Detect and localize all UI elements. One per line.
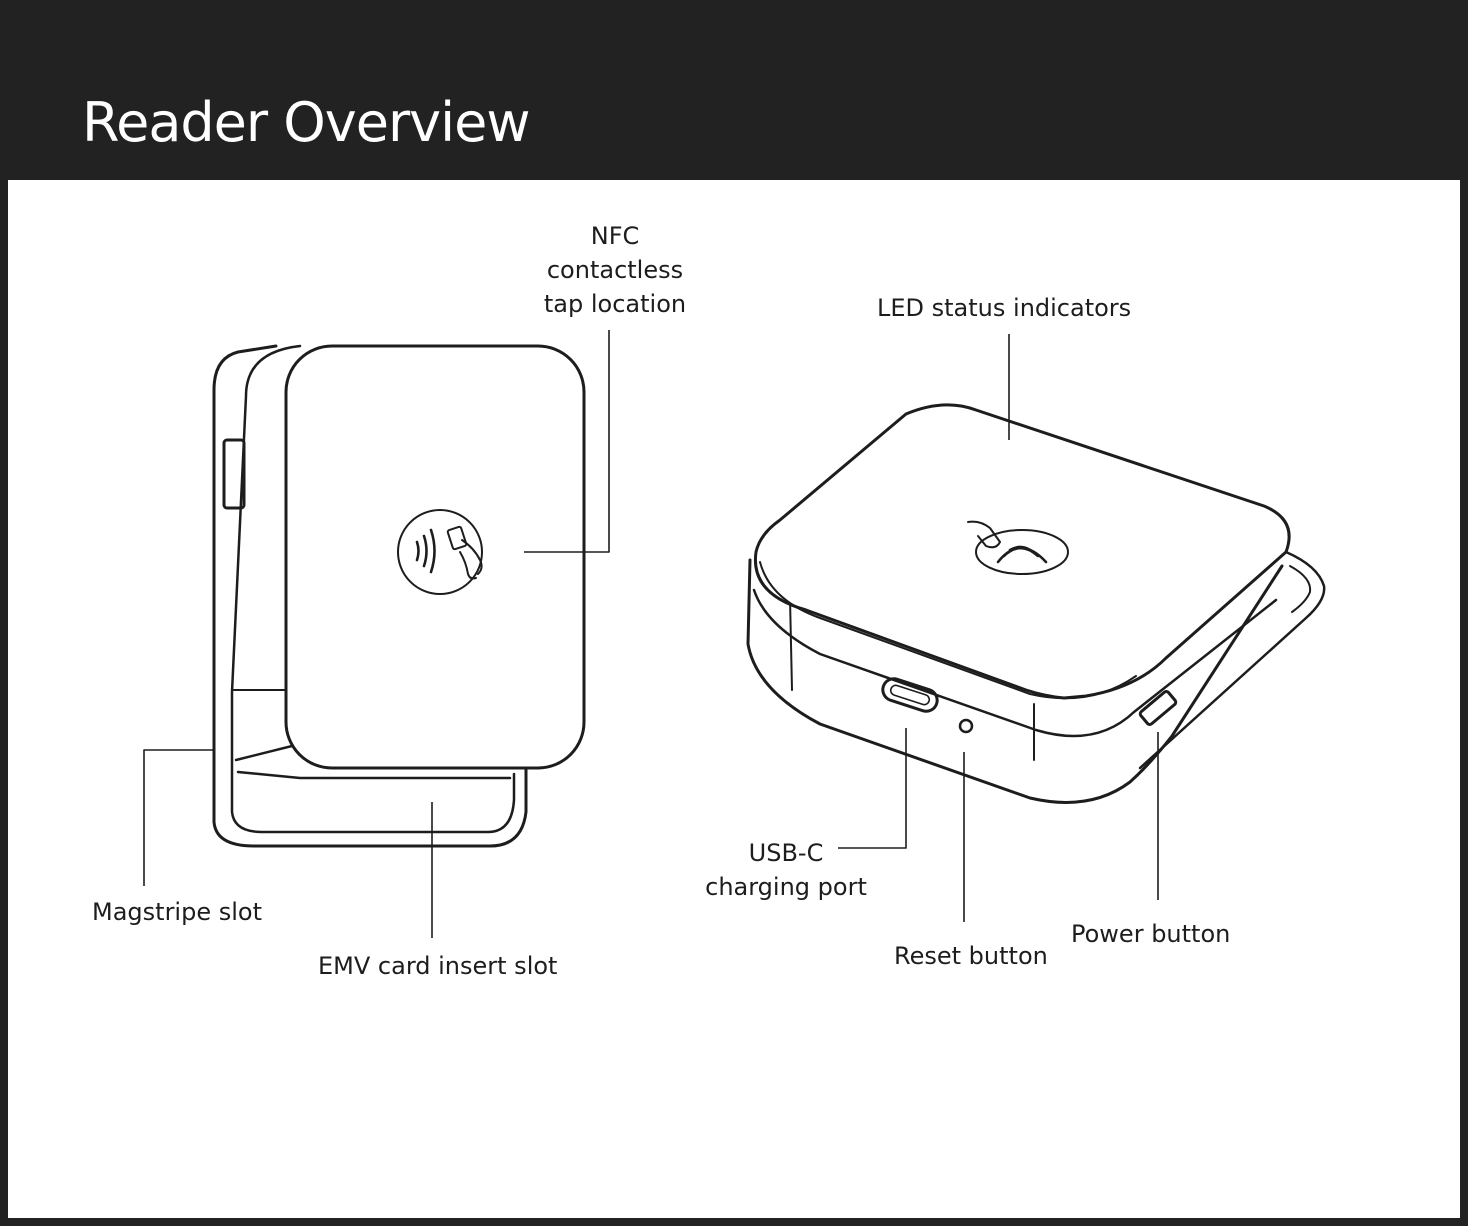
hand-card-icon [446, 525, 483, 580]
reader-top-inner-edge [759, 561, 1137, 700]
led-label: LED status indicators [877, 294, 1132, 322]
usbc-leader [838, 728, 907, 849]
contactless-icon [415, 528, 436, 574]
reader-stand-illustration [212, 344, 586, 848]
usbc-label: USB-C charging port [700, 836, 872, 904]
leader-lines [143, 330, 1159, 938]
emv-label: EMV card insert slot [318, 952, 558, 980]
magstripe-leader [143, 749, 214, 886]
nfc-badge [397, 509, 483, 595]
magstripe-bump [222, 438, 246, 510]
reset-pinhole [958, 718, 974, 734]
emv-slot-lip [234, 742, 512, 780]
nfc-label-line-2: contactless [546, 256, 684, 284]
body-panel-line-left [789, 597, 793, 691]
reset-label: Reset button [894, 942, 1048, 970]
nfc-badge-top [975, 529, 1069, 575]
contactless-icon-top [996, 545, 1048, 564]
cradle-inner [1289, 565, 1312, 613]
reader-body-side [746, 558, 1284, 804]
page-title: Reader Overview [82, 91, 531, 154]
nfc-leader [524, 330, 610, 553]
magstripe-label: Magstripe slot [92, 898, 262, 926]
usbc-port [881, 677, 939, 713]
reader-flat-illustration [746, 403, 1326, 804]
header-bar: Reader Overview [0, 0, 1468, 180]
hand-card-icon-top [967, 520, 1001, 549]
nfc-label: NFC contactless tap location [540, 219, 690, 321]
power-label: Power button [1071, 920, 1231, 948]
power-button-key [1138, 690, 1178, 726]
nfc-label-line-1: NFC [590, 222, 640, 250]
cradle-outline [1138, 550, 1326, 770]
stand-inner-rail [230, 344, 516, 834]
usbc-label-line-2: charging port [705, 873, 867, 901]
stand-shell [212, 344, 528, 848]
reader-body-seam [752, 588, 1278, 738]
usbc-label-line-1: USB-C [748, 839, 824, 867]
nfc-label-line-3: tap location [543, 290, 687, 318]
